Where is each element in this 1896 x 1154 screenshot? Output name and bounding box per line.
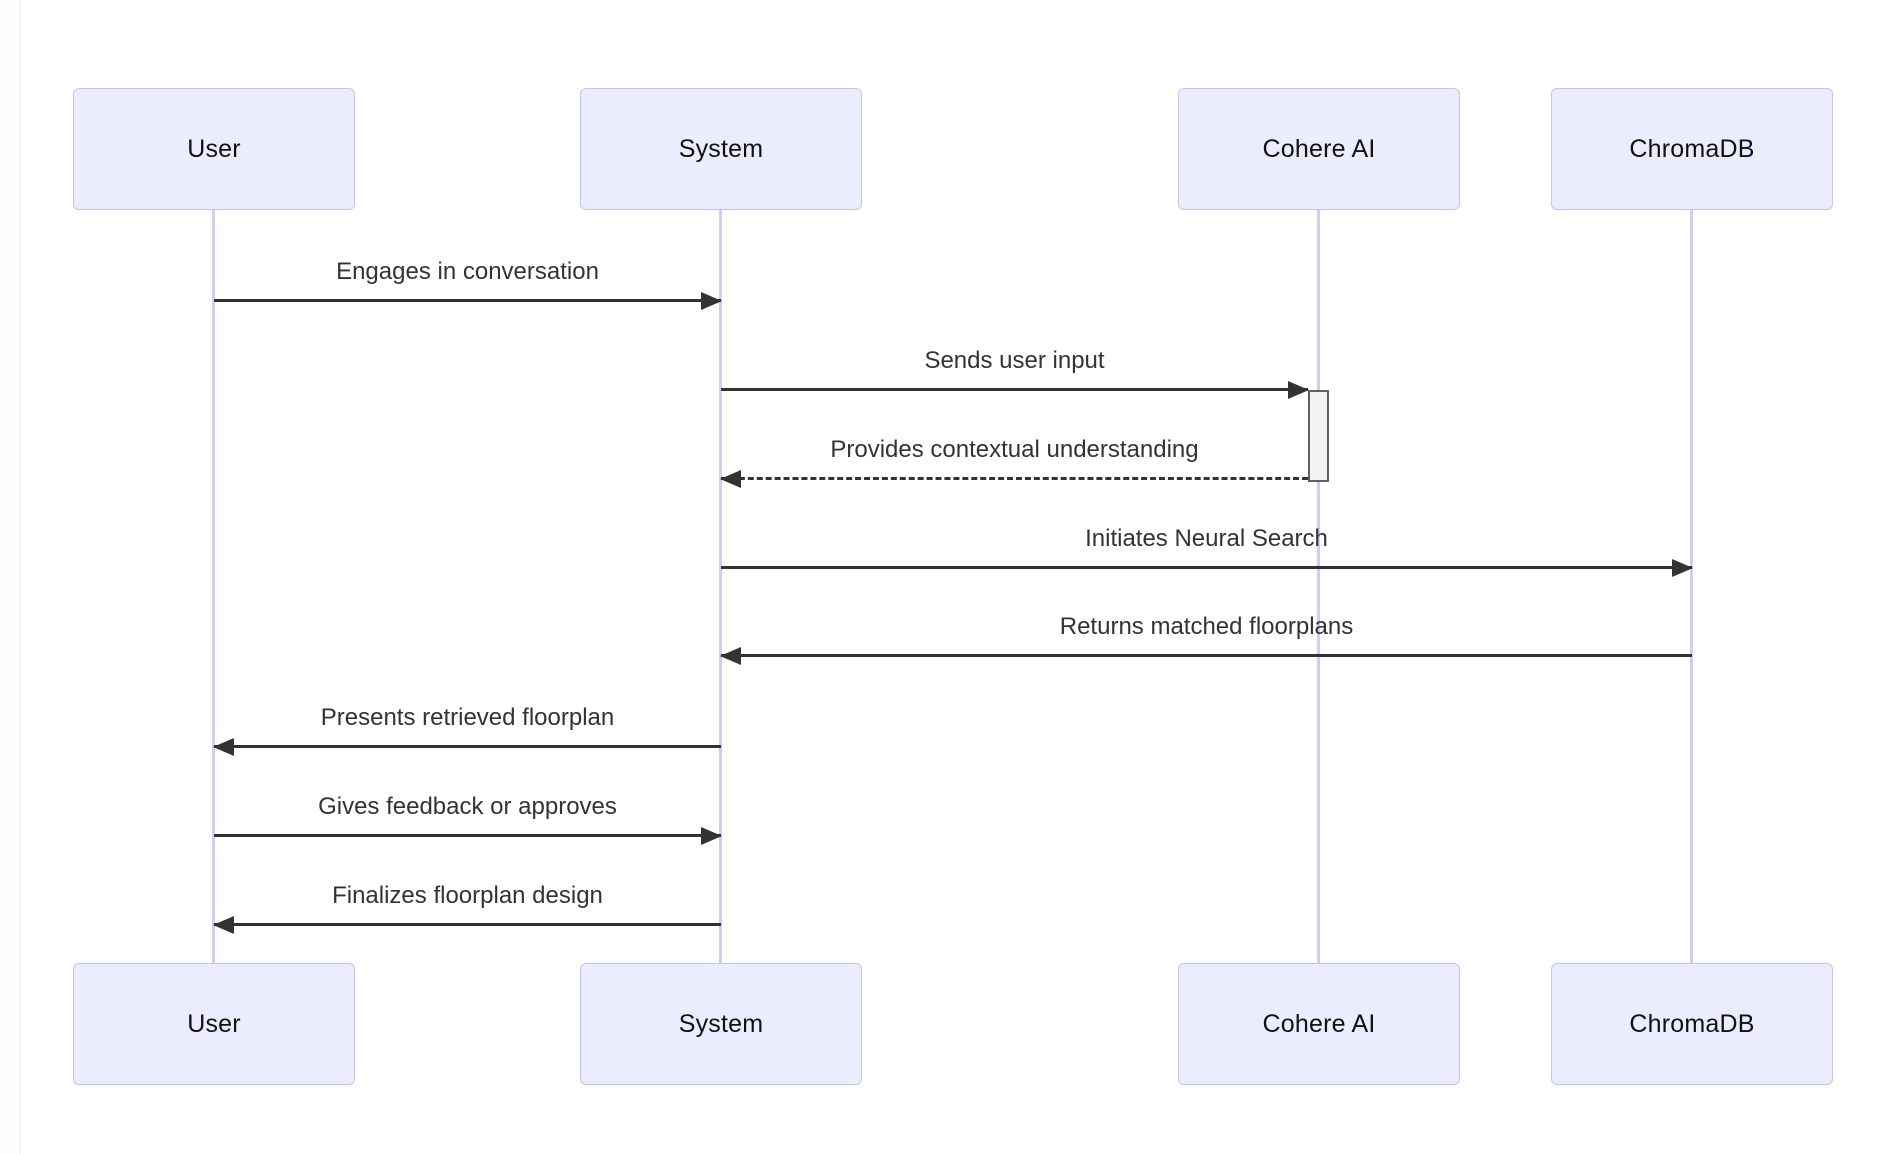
message-arrow-right	[214, 299, 721, 302]
left-gutter	[0, 0, 21, 1154]
message-label: Engages in conversation	[336, 258, 599, 285]
message-arrow-left	[214, 923, 721, 926]
message-label: Provides contextual understanding	[830, 436, 1199, 463]
actor-label-chromadb: ChromaDB	[1629, 1009, 1755, 1038]
actor-box-cohere-bottom: Cohere AI	[1178, 963, 1460, 1085]
actor-box-cohere-top: Cohere AI	[1178, 88, 1460, 210]
message-label: Sends user input	[924, 347, 1105, 374]
message-arrow-right	[721, 566, 1692, 569]
lifeline-user	[212, 210, 215, 963]
message-arrow-right	[214, 834, 721, 837]
message-presents-retrieved-floorplan: Presents retrieved floorplan	[214, 701, 721, 748]
actor-box-system-top: System	[580, 88, 862, 210]
message-label: Gives feedback or approves	[318, 793, 617, 820]
lifeline-system	[719, 210, 722, 963]
actor-label-user: User	[187, 1009, 241, 1038]
message-provides-contextual-understanding: Provides contextual understanding	[721, 433, 1308, 480]
message-arrow-left	[214, 745, 721, 748]
actor-label-cohere: Cohere AI	[1262, 134, 1376, 163]
message-arrow-right	[721, 388, 1308, 391]
actor-label-user: User	[187, 134, 241, 163]
actor-label-cohere: Cohere AI	[1262, 1009, 1376, 1038]
actor-label-system: System	[678, 134, 764, 163]
message-arrow-left-dashed	[721, 477, 1308, 480]
message-initiates-neural-search: Initiates Neural Search	[721, 522, 1692, 569]
message-label: Finalizes floorplan design	[332, 882, 603, 909]
actor-box-user-bottom: User	[73, 963, 355, 1085]
activation-bar-cohere	[1308, 390, 1329, 482]
actor-label-chromadb: ChromaDB	[1629, 134, 1755, 163]
message-label: Presents retrieved floorplan	[320, 704, 615, 731]
message-returns-matched-floorplans: Returns matched floorplans	[721, 610, 1692, 657]
lifeline-cohere	[1317, 210, 1320, 963]
message-label: Initiates Neural Search	[1085, 525, 1328, 552]
message-sends-user-input: Sends user input	[721, 344, 1308, 391]
message-finalizes-floorplan-design: Finalizes floorplan design	[214, 879, 721, 926]
lifeline-chromadb	[1690, 210, 1693, 963]
actor-box-system-bottom: System	[580, 963, 862, 1085]
actor-box-user-top: User	[73, 88, 355, 210]
actor-box-chromadb-bottom: ChromaDB	[1551, 963, 1833, 1085]
message-gives-feedback-or-approves: Gives feedback or approves	[214, 790, 721, 837]
actor-label-system: System	[678, 1009, 764, 1038]
message-label: Returns matched floorplans	[1059, 613, 1354, 640]
actor-box-chromadb-top: ChromaDB	[1551, 88, 1833, 210]
message-engages-in-conversation: Engages in conversation	[214, 255, 721, 302]
message-arrow-left	[721, 654, 1692, 657]
